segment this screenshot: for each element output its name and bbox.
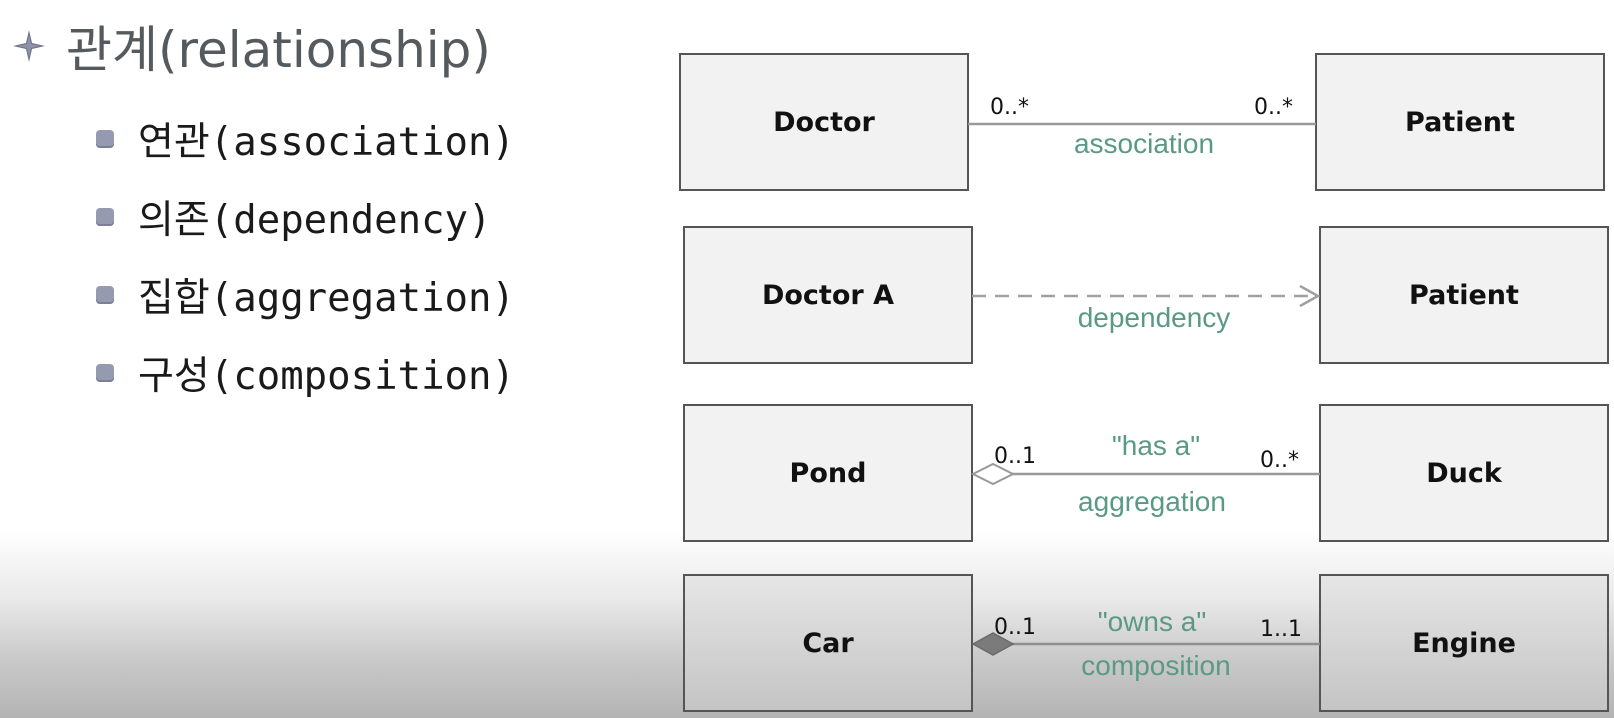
list-item-dependency: 의존(dependency)	[138, 198, 492, 243]
aggregation-label: aggregation	[1078, 486, 1226, 517]
list-item: 연관(association)	[96, 100, 515, 178]
list-item-association: 연관(association)	[138, 120, 515, 165]
square-bullet-icon	[96, 130, 114, 148]
class-box-patient	[1319, 226, 1609, 364]
class-name-car: Car	[802, 628, 854, 659]
class-box-doctor	[679, 53, 969, 191]
list-item-aggregation: 집합(aggregation)	[138, 276, 515, 321]
hollow-diamond-icon	[970, 462, 1016, 486]
class-name-doctor-a: Doctor A	[762, 280, 894, 311]
square-bullet-icon	[96, 286, 114, 304]
multiplicity-doctor: 0..*	[990, 95, 1029, 120]
list-item: 의존(dependency)	[96, 178, 515, 256]
class-name-pond: Pond	[790, 458, 867, 489]
class-box-duck	[1319, 404, 1609, 542]
composition-role: "owns a"	[1098, 606, 1207, 637]
multiplicity-engine: 1..1	[1260, 617, 1302, 642]
aggregation-row: Pond Duck 0..1 0..* "has a" aggregation	[683, 404, 1609, 542]
class-name-engine: Engine	[1412, 628, 1516, 659]
multiplicity-pond: 0..1	[994, 444, 1036, 469]
square-bullet-icon	[96, 364, 114, 382]
list-item: 구성(composition)	[96, 334, 515, 412]
class-name-duck: Duck	[1426, 458, 1503, 489]
class-name-patient: Patient	[1405, 107, 1515, 138]
relationship-list: 연관(association) 의존(dependency) 집합(aggreg…	[96, 100, 515, 412]
section-heading: 관계(relationship)	[12, 14, 491, 79]
square-bullet-icon	[96, 208, 114, 226]
composition-label: composition	[1081, 650, 1230, 681]
heading-title: 관계(relationship)	[66, 21, 491, 79]
class-name-doctor: Doctor	[773, 107, 875, 138]
class-name-patient: Patient	[1409, 280, 1519, 311]
diamond-bullet-icon	[13, 30, 45, 62]
aggregation-role: "has a"	[1112, 430, 1200, 461]
association-label: association	[1074, 128, 1214, 159]
class-box-pond	[683, 404, 973, 542]
filled-diamond-icon	[971, 632, 1015, 656]
multiplicity-duck: 0..*	[1260, 448, 1299, 473]
list-item: 집합(aggregation)	[96, 256, 515, 334]
association-row: Doctor Patient 0..* 0..* association	[679, 53, 1605, 191]
class-box-patient	[1315, 53, 1605, 191]
dependency-row: Doctor A Patient dependency	[683, 226, 1609, 364]
multiplicity-patient: 0..*	[1254, 95, 1293, 120]
composition-row: Car Engine 0..1 1..1 "owns a" compositio…	[683, 574, 1609, 712]
class-box-doctor-a	[683, 226, 973, 364]
class-box-engine	[1319, 574, 1609, 712]
dependency-label: dependency	[1078, 302, 1231, 333]
multiplicity-car: 0..1	[994, 615, 1036, 640]
open-arrowhead-icon	[1299, 284, 1321, 308]
class-box-car	[683, 574, 973, 712]
list-item-composition: 구성(composition)	[138, 354, 515, 399]
